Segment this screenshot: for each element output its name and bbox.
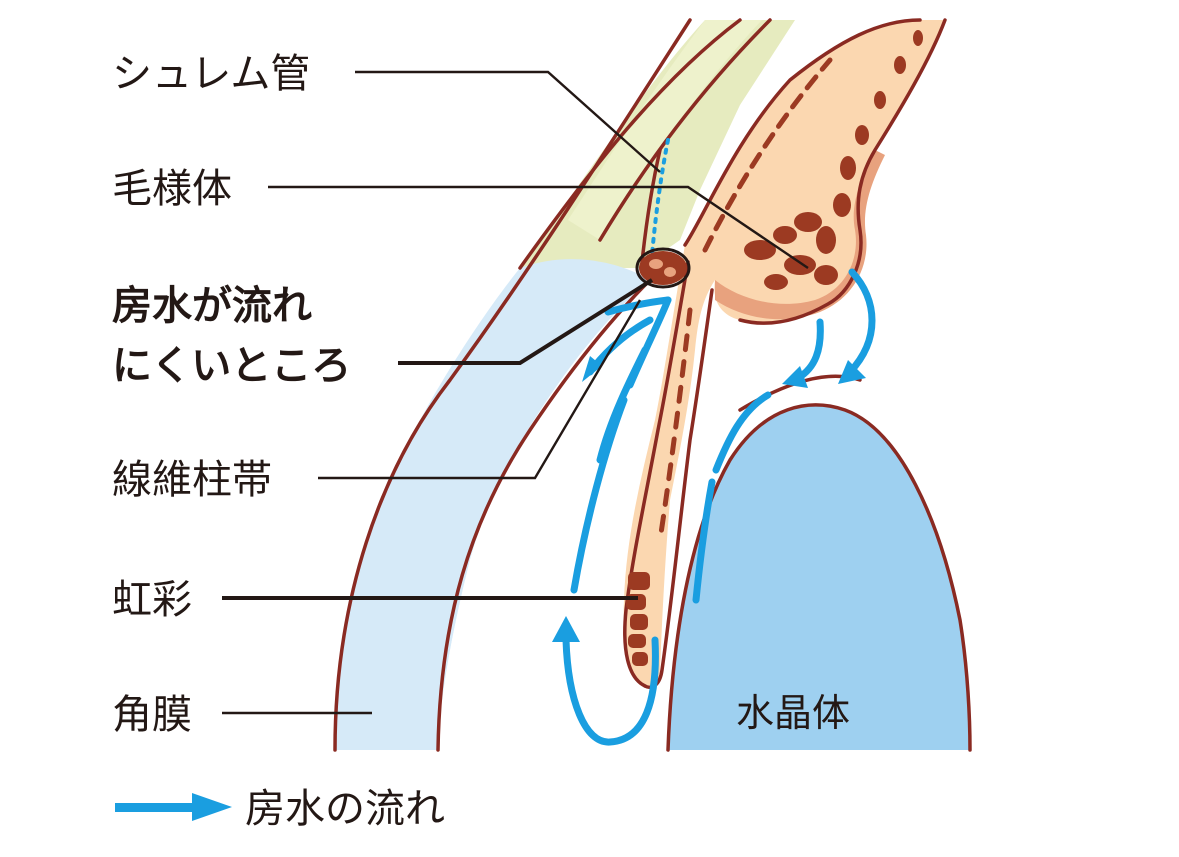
- lens-shape: [668, 405, 970, 750]
- ciliary-body-leader: [268, 185, 809, 269]
- hard-flow-leader: [398, 278, 654, 365]
- iris-outline-back: [643, 288, 714, 690]
- label-trabecular-meshwork: 線維柱帯: [112, 457, 272, 503]
- inner-eye-wall-outline: [436, 278, 652, 752]
- label-hard-flow-line2: にくいところ: [112, 343, 351, 389]
- ciliary-body-outline: [683, 18, 922, 247]
- iris-dashes: [657, 307, 693, 543]
- outer-eye-wall-outline: [333, 18, 692, 752]
- ciliary-muscle-dashes: [702, 57, 833, 253]
- schlemms-canal: [650, 138, 670, 257]
- ciliary-body-tissue: [623, 20, 945, 688]
- sclera-upper: [568, 20, 762, 240]
- aqueous-flow-arrows: [552, 268, 876, 746]
- label-cornea: 角膜: [112, 692, 192, 738]
- label-lens: 水晶体: [736, 691, 850, 735]
- iris-outline-front: [623, 260, 690, 688]
- trabecular-meshwork: [635, 247, 691, 289]
- label-ciliary-body: 毛様体: [112, 166, 232, 212]
- zonule-leader: [318, 299, 642, 480]
- ciliary-body-outer-outline: [738, 18, 947, 325]
- schlemms-canal-wall: [640, 148, 662, 264]
- schlemm-leader: [355, 70, 661, 173]
- sclera-inner-outline: [518, 18, 742, 270]
- legend: 房水の流れ: [115, 786, 445, 832]
- label-iris: 虹彩: [112, 577, 192, 623]
- anterior-chamber-fill: [438, 280, 660, 750]
- cornea-region: [335, 259, 650, 750]
- lens-outline: [666, 403, 972, 752]
- ciliary-processes: [744, 30, 923, 290]
- sclera-top-outline: [598, 18, 772, 242]
- label-hard-flow-line1: 房水が流れ: [112, 283, 312, 329]
- iris-pigment-cells: [626, 572, 650, 666]
- legend-flow-label: 房水の流れ: [245, 786, 445, 832]
- blue-right-arrow-icon: [115, 793, 232, 821]
- label-schlemms-canal: シュレム管: [112, 51, 310, 97]
